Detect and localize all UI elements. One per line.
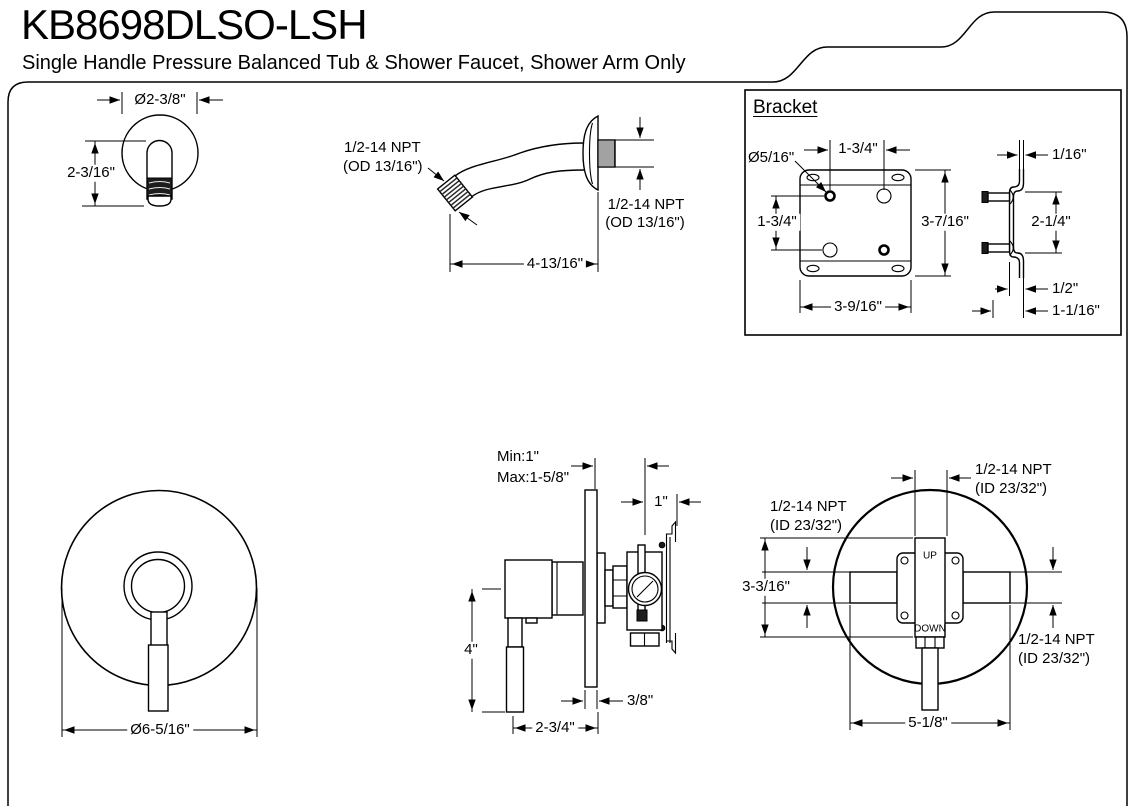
dim-escutcheon-diameter: Ø6-5/16": [127, 721, 193, 739]
dim-bracket-plate-width: 3-9/16": [831, 298, 885, 316]
dim-bracket-hole-diameter: Ø5/16": [748, 148, 795, 166]
dim-bracket-stud-length: 1/2": [1052, 279, 1079, 297]
dim-bracket-hole-spacing-v: 1-3/4": [754, 213, 800, 231]
label-top-port-line2: (ID 23/32"): [975, 479, 1048, 497]
dim-bracket-flange-thickness: 1/16": [1052, 145, 1087, 163]
shower-arm-front-view: [82, 92, 223, 207]
dim-arm-length: 4-13/16": [523, 255, 587, 273]
dim-bracket-stud-spacing: 2-1/4": [1028, 213, 1074, 231]
label-up: UP: [923, 550, 937, 562]
dim-handle-length: 4": [461, 641, 481, 659]
escutcheon-front-view: [60, 489, 258, 737]
label-wall-max: Max:1-5/8": [497, 468, 570, 486]
dim-arm-flange-diameter: Ø2-3/8": [131, 91, 189, 109]
page-subtitle: Single Handle Pressure Balanced Tub & Sh…: [22, 52, 686, 74]
valve-side-view: [468, 458, 701, 734]
label-left-port-line2: (ID 23/32"): [770, 516, 843, 534]
sheet-border: [7, 11, 1128, 806]
label-left-port-line1: 1/2-14 NPT: [770, 497, 847, 515]
shower-arm-side-view: [427, 114, 654, 272]
dim-port-height: 3-3/16": [739, 578, 793, 596]
label-arm-thread-line1: 1/2-14 NPT: [344, 138, 421, 156]
dim-bracket-hole-spacing-h: 1-3/4": [835, 140, 881, 158]
dim-plate-thickness: 3/8": [627, 691, 654, 709]
valve-front-view: [760, 470, 1062, 730]
bracket-title: Bracket: [753, 97, 818, 118]
dim-valve-body-depth: 1": [651, 493, 671, 511]
bracket-detail-view: [744, 89, 1122, 336]
label-wall-min: Min:1": [497, 447, 540, 465]
label-bottom-port-line2: (ID 23/32"): [1018, 649, 1091, 667]
page-title: KB8698DLSO-LSH: [21, 1, 368, 48]
label-down: DOWN: [914, 623, 946, 635]
dim-bracket-plate-height: 3-7/16": [918, 213, 972, 231]
label-top-port-line1: 1/2-14 NPT: [975, 460, 1052, 478]
dim-handle-clearance: 2-3/4": [532, 719, 578, 737]
dim-port-spread: 5-1/8": [905, 714, 951, 732]
dim-arm-drop-height: 2-3/16": [64, 164, 118, 182]
label-arm-thread-line2: (OD 13/16"): [343, 157, 423, 175]
dim-bracket-depth: 1-1/16": [1052, 301, 1100, 319]
label-wall-thread-line2: (OD 13/16"): [605, 213, 685, 231]
label-wall-thread-line1: 1/2-14 NPT: [607, 195, 685, 213]
label-bottom-port-line1: 1/2-14 NPT: [1018, 630, 1095, 648]
